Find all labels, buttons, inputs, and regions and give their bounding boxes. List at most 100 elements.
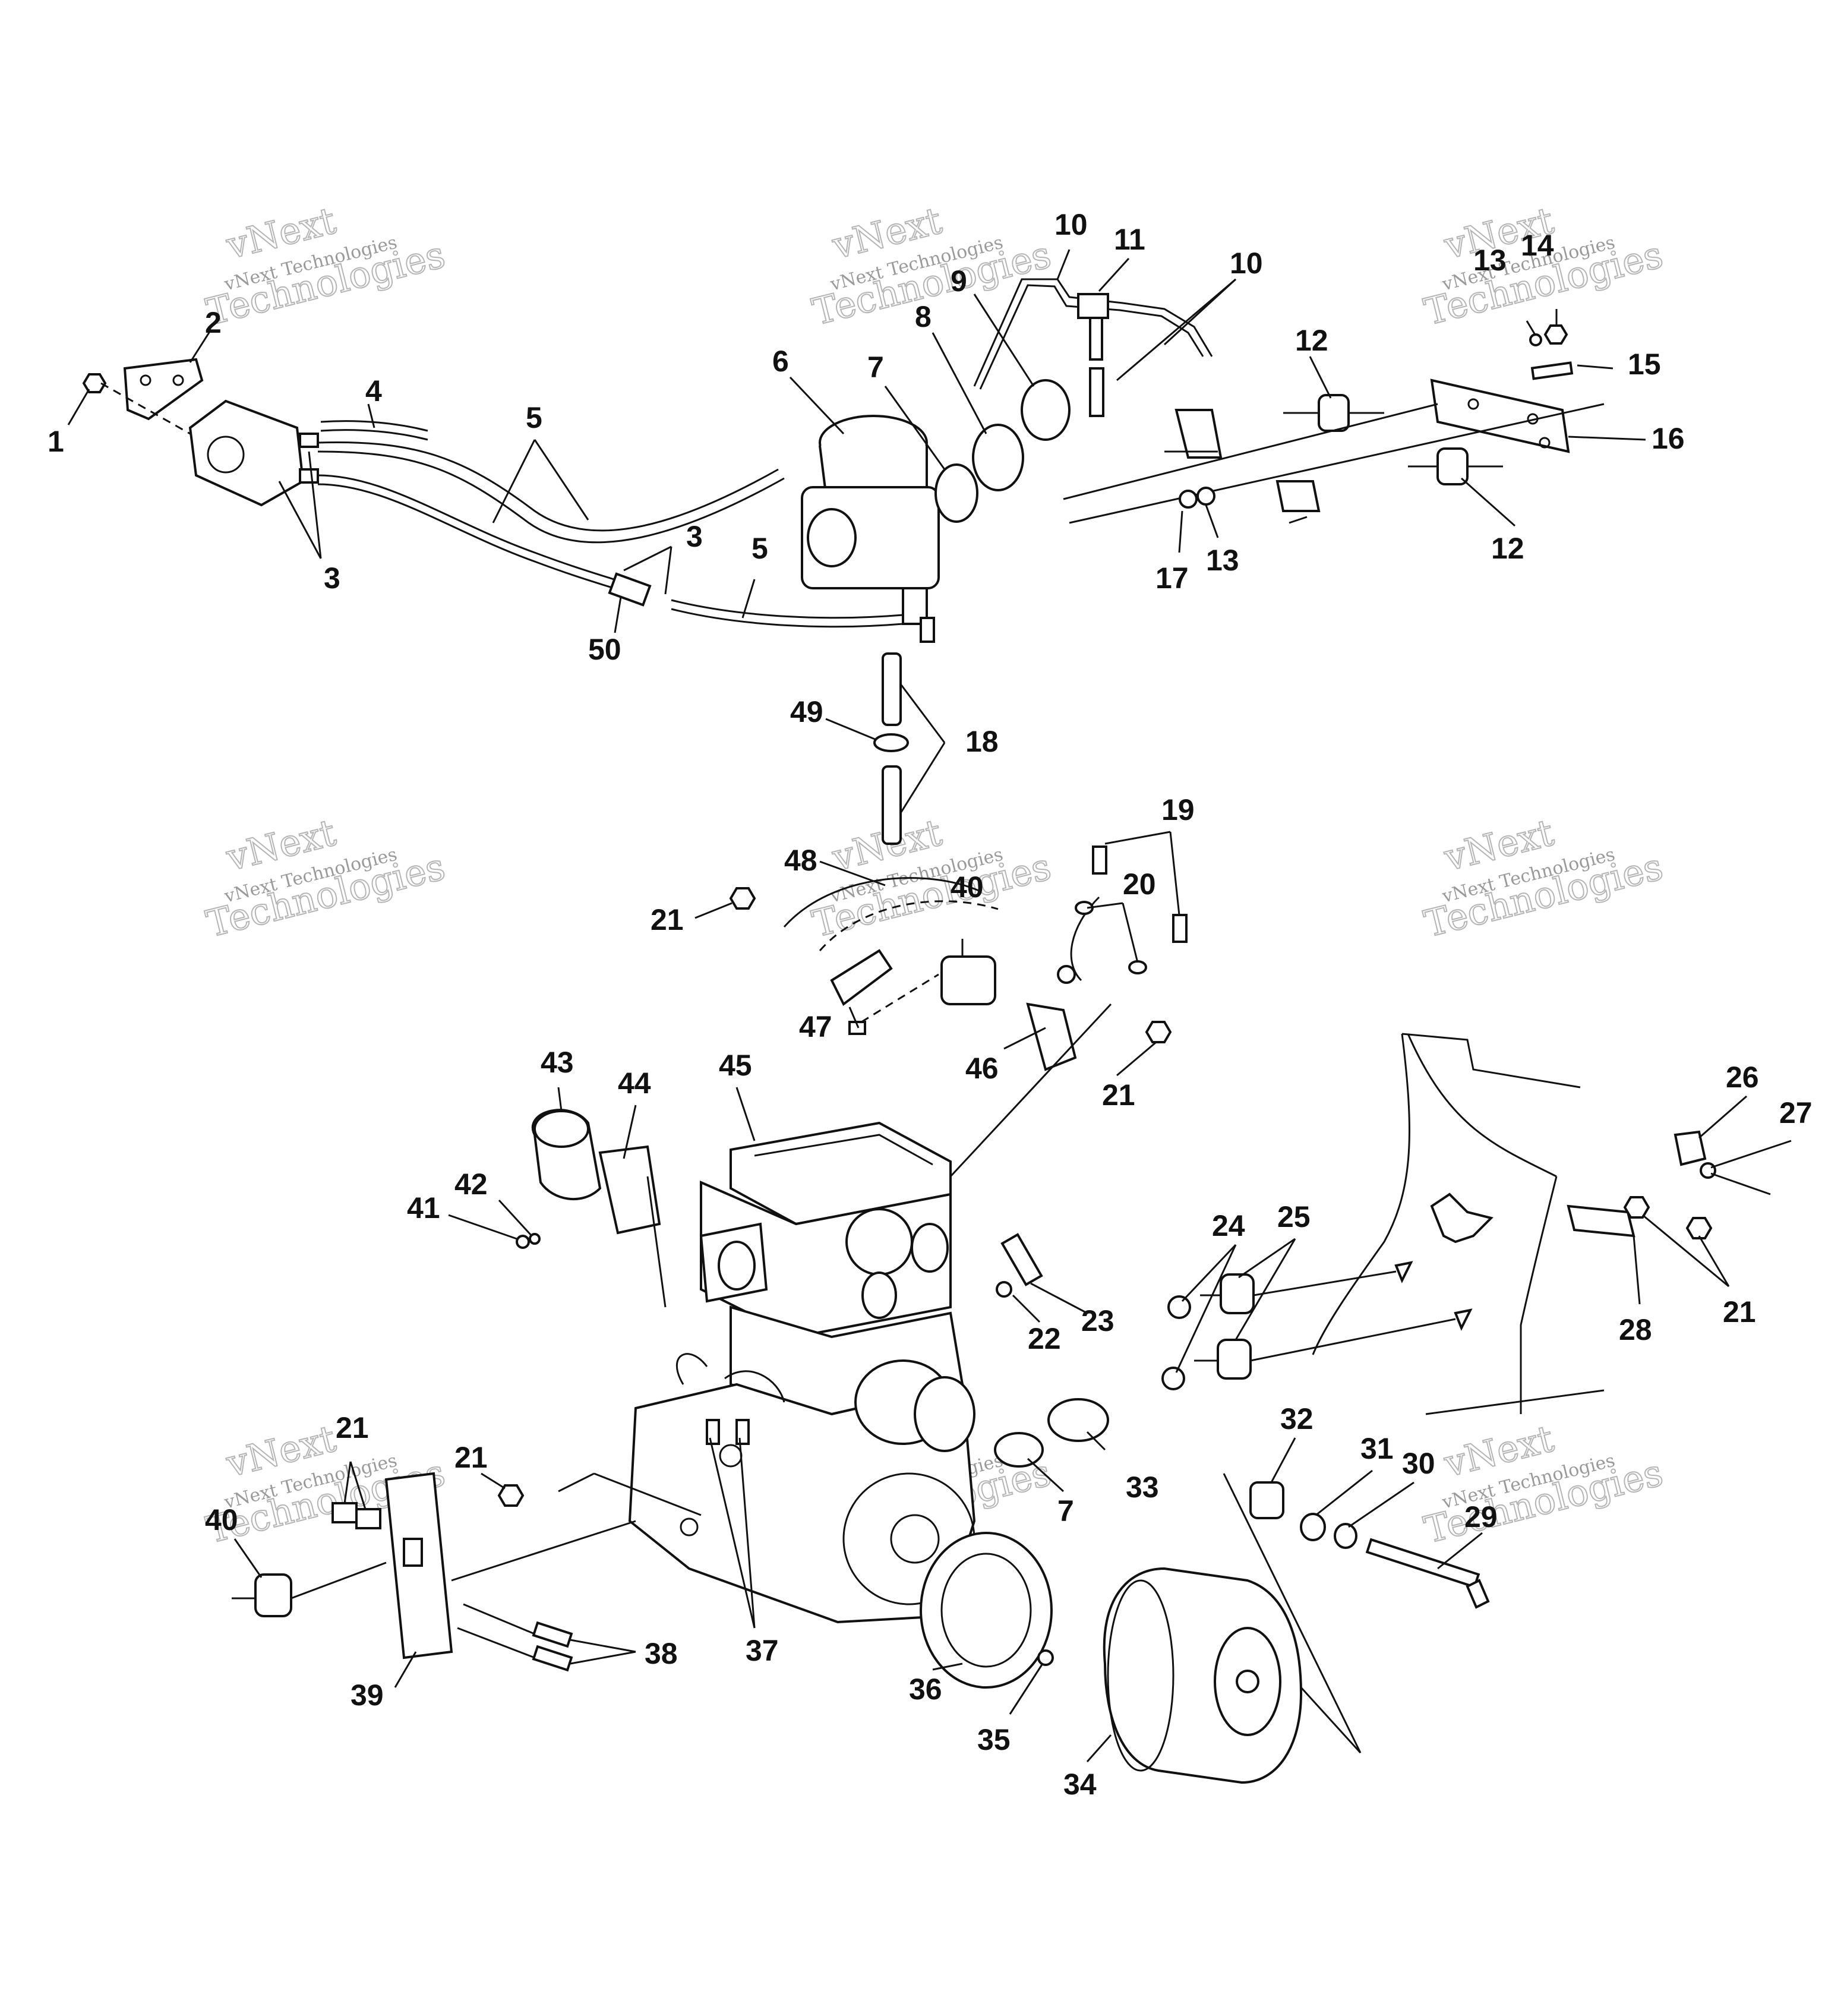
intake-manifold [598,1145,661,1235]
watermark-top-left: vNext vNext Technologies Technologies [201,198,450,334]
recoil-and-clutch [920,1473,1362,1784]
callout-1: 1 [48,425,64,458]
callout-21d: 21 [336,1411,369,1444]
callout-37: 37 [746,1634,779,1667]
nut-21-mid [1145,1021,1172,1043]
clutch-bolt [1365,1538,1480,1589]
callout-36: 36 [909,1673,942,1706]
callout-20: 20 [1123,867,1156,901]
callout-7: 7 [867,351,884,384]
fuel-lines [317,420,904,628]
callout-19: 19 [1161,793,1195,826]
watermark-bottom-right: vNext vNext Technologies Technologies [1419,1416,1668,1552]
fuel-filter [608,572,652,607]
callout-2: 2 [205,306,222,339]
callout-9: 9 [951,264,967,298]
fuel-pump-assembly [82,358,319,507]
callout-10a: 10 [1054,208,1088,241]
vent-tee [1077,293,1109,319]
callout-40a: 40 [951,870,984,904]
nut-1 [82,373,107,393]
callout-10b: 10 [1230,247,1263,280]
callout-15: 15 [1628,348,1661,381]
callout-29: 29 [1464,1500,1498,1534]
callout-47: 47 [799,1010,832,1043]
callout-23: 23 [1081,1304,1114,1337]
callout-24: 24 [1212,1209,1245,1242]
callout-11: 11 [1114,223,1145,256]
drain-hose [873,652,909,845]
callout-26: 26 [1726,1061,1759,1094]
callout-25: 25 [1277,1200,1311,1233]
pump-bracket [123,358,204,421]
intake-boot-assembly [516,1109,667,1308]
rubber-mount-25 [1217,1339,1252,1380]
fuel-pump-body [188,399,305,507]
callout-3a: 3 [324,561,340,595]
leader-lines [67,249,1792,1762]
engine-assembly [628,1003,1112,1624]
callout-27: 27 [1779,1096,1813,1130]
callout-31: 31 [1360,1432,1394,1465]
nut-14 [1543,324,1568,345]
callout-6: 6 [772,345,789,378]
callout-42: 42 [454,1168,488,1201]
callout-39: 39 [351,1679,384,1712]
callout-13b: 13 [1206,544,1239,577]
callout-5a: 5 [526,401,542,434]
callout-5b: 5 [752,532,768,565]
callout-22: 22 [1028,1322,1061,1355]
bracket-28 [1567,1204,1635,1238]
side-mounts [996,1233,1473,1390]
callout-45: 45 [719,1049,752,1082]
callout-18: 18 [965,725,999,758]
left-engine-mount [232,1472,702,1672]
callout-30: 30 [1402,1447,1435,1480]
callout-41: 41 [407,1191,440,1225]
callout-12a: 12 [1295,324,1328,357]
callout-3b: 3 [686,520,703,553]
callout-32: 32 [1280,1402,1314,1436]
callout-8: 8 [915,300,932,333]
callout-21c: 21 [1723,1295,1756,1329]
callout-28: 28 [1619,1313,1652,1346]
boot-clamp [1021,379,1071,441]
mount-plate [1430,378,1570,453]
carburetor-assembly [801,278,1213,643]
callout-12b: 12 [1491,532,1524,565]
callout-49: 49 [790,695,823,728]
callout-17: 17 [1155,561,1189,595]
callout-46: 46 [965,1052,999,1085]
rubber-mount-24 [1220,1273,1255,1314]
callout-44: 44 [618,1067,651,1100]
callout-14: 14 [1521,229,1554,262]
watermark-mid-left: vNext vNext Technologies Technologies [201,810,450,946]
callout-35: 35 [977,1723,1011,1756]
callout-21b: 21 [1102,1078,1135,1112]
rubber-mount-upper [1318,394,1350,432]
nut-21-top [729,887,756,910]
carb-boot [972,424,1024,491]
rubber-mount-40 [254,1573,292,1617]
nut-21-left [497,1484,525,1507]
water-outlet [994,1398,1109,1468]
mount-block [940,955,996,1005]
callout-21a: 21 [651,903,684,936]
frame-cutout [1430,1192,1494,1244]
callout-40b: 40 [205,1503,238,1537]
clutch-bolt-set [1249,1481,1490,1609]
callout-43: 43 [541,1046,574,1079]
callout-38: 38 [645,1637,678,1670]
spacer-32 [1249,1481,1284,1519]
callout-21e: 21 [454,1441,488,1474]
callout-4: 4 [365,374,382,408]
engine-mount-brackets [1063,324,1605,524]
callout-33: 33 [1126,1471,1159,1504]
callout-48: 48 [784,844,817,877]
callout-16: 16 [1652,422,1685,455]
callout-7b: 7 [1057,1494,1074,1528]
callout-13a: 13 [1473,244,1507,277]
chassis-frame [1312,1033,1771,1415]
carb-clamp [934,463,978,523]
stator-cover [920,1532,1053,1689]
